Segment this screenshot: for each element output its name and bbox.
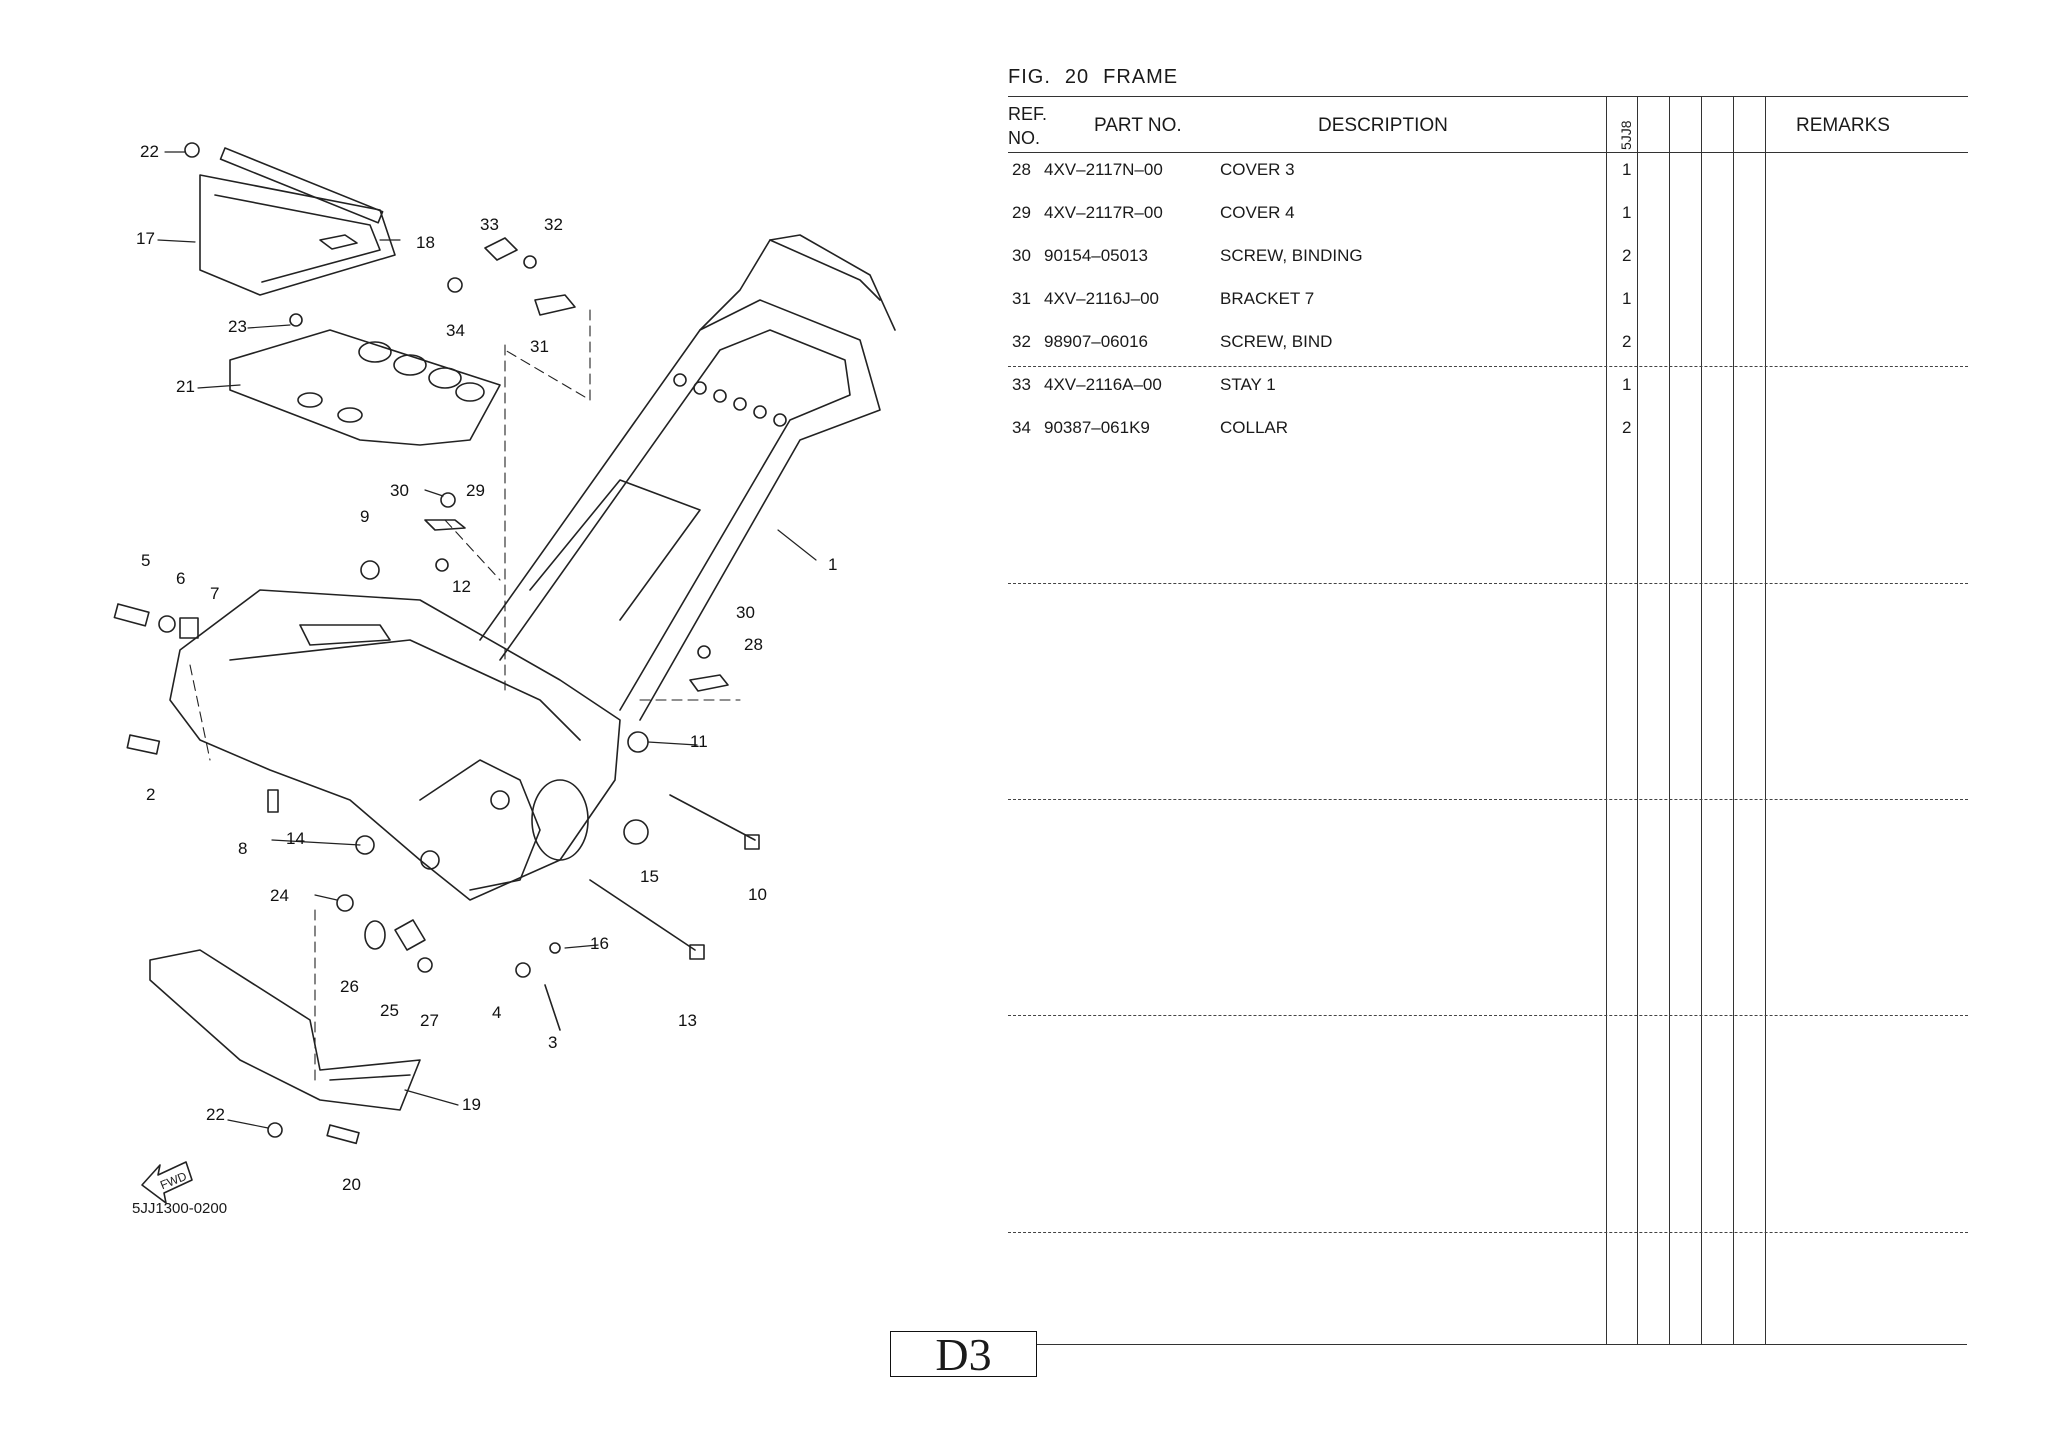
callout-1: 1 [828, 555, 838, 574]
callout-5: 5 [141, 551, 151, 570]
callout-13: 13 [678, 1011, 697, 1030]
row-qty: 2 [1622, 418, 1632, 437]
row-description: COVER 4 [1220, 203, 1295, 222]
row-part-no: 4XV–2117N–00 [1044, 160, 1163, 179]
callout-28: 28 [744, 635, 763, 654]
callout-26: 26 [340, 977, 359, 996]
row-part-no: 4XV–2116A–00 [1044, 375, 1162, 394]
callout-15: 15 [640, 867, 659, 886]
row-ref: 28 [1012, 160, 1031, 179]
table-top-rule [1008, 96, 1968, 97]
row-ref: 32 [1012, 332, 1031, 351]
callout-27: 27 [420, 1011, 439, 1030]
fig-number: 20 [1064, 66, 1090, 88]
frame-illustration: FWD [113, 142, 896, 1204]
callout-24: 24 [270, 886, 289, 905]
group-separator [1008, 583, 1968, 584]
header-description: DESCRIPTION [1318, 115, 1448, 136]
row-ref: 29 [1012, 203, 1031, 222]
row-description: STAY 1 [1220, 375, 1276, 394]
callout-21: 21 [176, 377, 195, 396]
callout-2: 2 [146, 785, 156, 804]
callout-8: 8 [238, 839, 248, 858]
group-separator [1008, 366, 1968, 367]
callout-11: 11 [690, 732, 708, 751]
callout-4: 4 [492, 1003, 502, 1022]
callout-3: 3 [548, 1033, 558, 1052]
row-ref: 30 [1012, 246, 1031, 265]
row-qty: 2 [1622, 246, 1632, 265]
page-number: D3 [890, 1331, 1037, 1378]
group-separator [1008, 1232, 1968, 1233]
row-ref: 31 [1012, 289, 1031, 308]
col-rule-4 [1701, 96, 1702, 1344]
row-part-no: 90154–05013 [1044, 246, 1149, 265]
group-separator [1008, 1015, 1968, 1016]
callout-25: 25 [380, 1001, 399, 1020]
header-remarks: REMARKS [1796, 115, 1890, 136]
col-rule-5 [1733, 96, 1734, 1344]
footer-rule [1037, 1344, 1967, 1345]
callout-14: 14 [286, 829, 305, 848]
callout-31: 31 [530, 337, 549, 356]
header-model-code: 5JJ8 [1618, 120, 1634, 150]
row-ref: 34 [1012, 418, 1031, 437]
row-part-no: 98907–06016 [1044, 332, 1149, 351]
col-rule-remarks-left [1765, 96, 1766, 1344]
col-rule-2 [1637, 96, 1638, 1344]
callout-22: 22 [140, 142, 159, 161]
row-qty: 1 [1622, 289, 1632, 308]
callout-32: 32 [544, 215, 563, 234]
callout-30b: 30 [736, 603, 755, 622]
callout-30: 30 [390, 481, 409, 500]
col-rule-qty-left [1606, 96, 1607, 1344]
figure-title: FIG. 20 FRAME [1008, 66, 1192, 89]
callout-34: 34 [446, 321, 465, 340]
header-bottom-rule [1008, 152, 1968, 153]
callout-7: 7 [210, 584, 220, 603]
callout-9: 9 [360, 507, 370, 526]
callout-16: 16 [590, 934, 609, 953]
group-separator [1008, 799, 1968, 800]
callout-6: 6 [176, 569, 186, 588]
row-part-no: 90387–061K9 [1044, 418, 1150, 437]
row-qty: 1 [1622, 160, 1632, 179]
fig-name: FRAME [1103, 66, 1179, 88]
row-qty: 2 [1622, 332, 1632, 351]
fig-label: FIG. [1008, 66, 1051, 88]
col-rule-3 [1669, 96, 1670, 1344]
header-part-no: PART NO. [1094, 115, 1182, 136]
callout-10: 10 [748, 885, 767, 904]
row-description: COLLAR [1220, 418, 1289, 437]
callout-33: 33 [480, 215, 499, 234]
callout-23: 23 [228, 317, 247, 336]
callout-17: 17 [136, 229, 155, 248]
row-description: SCREW, BINDING [1220, 246, 1363, 265]
header-ref: REF. [1008, 104, 1048, 124]
row-qty: 1 [1622, 375, 1632, 394]
callout-29: 29 [466, 481, 485, 500]
header-no: NO. [1008, 128, 1041, 148]
callout-19: 19 [462, 1095, 481, 1114]
row-description: SCREW, BIND [1220, 332, 1333, 351]
illustration-code: 5JJ1300-0200 [132, 1200, 228, 1217]
row-qty: 1 [1622, 203, 1632, 222]
callout-20: 20 [342, 1175, 361, 1194]
callout-22b: 22 [206, 1105, 225, 1124]
parts-diagram: FWD 22 17 18 33 32 34 31 23 21 30 29 9 1… [0, 0, 1000, 1300]
callout-18: 18 [416, 233, 435, 252]
row-part-no: 4XV–2116J–00 [1044, 289, 1160, 308]
row-description: COVER 3 [1220, 160, 1295, 179]
row-ref: 33 [1012, 375, 1031, 394]
row-description: BRACKET 7 [1220, 289, 1315, 308]
callout-12: 12 [452, 577, 471, 596]
row-part-no: 4XV–2117R–00 [1044, 203, 1163, 222]
